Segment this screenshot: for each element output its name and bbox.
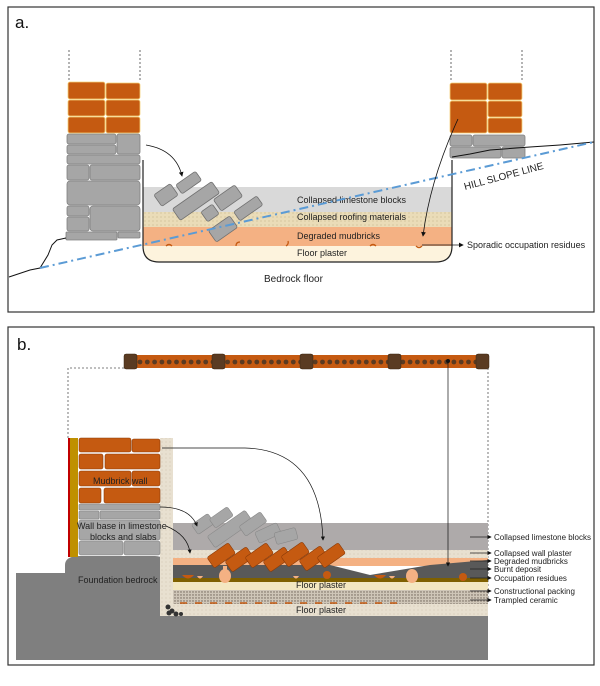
wall-render-ochre — [70, 438, 78, 557]
arrow-mudbrick-collapse — [421, 118, 459, 237]
legend-label: Collapsed wall plaster — [494, 549, 572, 558]
floor-plaster-upper-label: Floor plaster — [296, 580, 346, 590]
falling-limestone-blocks — [154, 171, 263, 242]
beam-dot — [334, 359, 340, 365]
layer-constructional-packing — [173, 590, 488, 604]
ceramic-vessels — [182, 566, 467, 583]
beam-dot — [283, 359, 289, 365]
wall-extension-lines — [68, 50, 523, 82]
arrow-limestone-collapse — [145, 144, 184, 177]
beam-dot — [356, 359, 362, 365]
beam-dot — [232, 359, 238, 365]
beam-dot — [181, 359, 187, 365]
panel-b: b. Foundation bedrock — [7, 326, 595, 666]
beam-dot — [174, 359, 179, 365]
beam-dot — [451, 359, 457, 365]
floor-plaster-lower-label: Floor plaster — [296, 605, 346, 615]
layer-label-roofing: Collapsed roofing materials — [297, 212, 407, 222]
beam-dot — [261, 359, 267, 365]
beam-dot — [152, 359, 158, 365]
ground-surface-left — [8, 237, 67, 278]
arrow-mudbrick-collapse — [162, 447, 325, 541]
beam-dot — [327, 359, 333, 365]
beam-dot — [239, 359, 245, 365]
beam-dot — [137, 359, 143, 365]
limestone-wall-base — [78, 503, 161, 556]
mudbrick-wall — [78, 437, 161, 504]
pebbles — [165, 604, 183, 617]
beam-dot — [290, 359, 296, 365]
panel-a-label: a. — [15, 13, 29, 32]
layer-occupation-residues — [173, 578, 488, 582]
beam-dot — [371, 359, 376, 365]
left-wall — [65, 81, 141, 241]
roof-beam — [123, 353, 490, 370]
legend-label: Degraded mudbricks — [494, 557, 568, 566]
collapsed-mudbricks — [207, 542, 346, 572]
panel-b-label: b. — [17, 335, 31, 354]
beam-dot — [312, 359, 318, 365]
layer-label-mudbricks: Degraded mudbricks — [297, 231, 381, 241]
wall-render-red — [68, 438, 70, 557]
beam-dot — [466, 359, 471, 365]
beam-dot — [415, 359, 420, 365]
beam-dot — [254, 359, 260, 365]
beam-dot — [429, 359, 435, 365]
legend-label: Constructional packing — [494, 587, 575, 596]
occupation-residues-label: Sporadic occupation residues — [467, 240, 586, 250]
panel-a: a. Collapsed limestone blocks Collapsed … — [7, 6, 595, 313]
collapsed-limestone-blocks — [191, 507, 299, 548]
beam-dot — [436, 359, 442, 365]
beam-dot — [378, 359, 384, 365]
beam-dot — [407, 359, 413, 365]
beam-dot — [458, 359, 464, 365]
beam-dot — [144, 359, 150, 365]
wall-plaster-column — [160, 438, 173, 616]
mudbrick-wall-label: Mudbrick wall — [93, 476, 148, 486]
beam-dot — [320, 359, 325, 365]
beam-dot — [400, 359, 406, 365]
beam-dot — [196, 359, 201, 365]
bedrock-floor-label: Bedrock floor — [264, 274, 324, 285]
wall-base-label-2: blocks and slabs — [90, 532, 157, 542]
legend-label: Burnt deposit — [494, 565, 542, 574]
occupation-residues — [165, 240, 423, 249]
legend-label: Trampled ceramic — [494, 596, 558, 605]
layer-floor-plaster-upper — [173, 582, 488, 590]
legend-label: Collapsed limestone blocks — [494, 533, 591, 542]
right-wall — [449, 82, 526, 159]
beam-dot — [166, 359, 172, 365]
beam-dot — [188, 359, 194, 365]
beam-dot — [342, 359, 347, 365]
beam-dot — [159, 359, 165, 365]
beam-dot — [269, 359, 274, 365]
layer-floor-plaster-lower — [173, 604, 488, 616]
legend-label: Occupation residues — [494, 574, 567, 583]
beam-dot — [276, 359, 282, 365]
beam-dot — [349, 359, 355, 365]
foundation-bedrock-label: Foundation bedrock — [78, 575, 158, 585]
beam-dot — [247, 359, 252, 365]
wall-base-label-1: Wall base in limestone — [77, 521, 167, 531]
layer-label-limestone: Collapsed limestone blocks — [297, 195, 407, 205]
arrow-limestone-collapse — [159, 506, 198, 527]
ground-surface-right — [451, 141, 595, 158]
beam-dot — [422, 359, 428, 365]
beam-dot — [363, 359, 369, 365]
arrow-wall-plaster-collapse — [165, 525, 192, 554]
layer-label-floor-plaster: Floor plaster — [297, 248, 347, 258]
beam-dot — [203, 359, 209, 365]
beam-dot — [225, 359, 231, 365]
